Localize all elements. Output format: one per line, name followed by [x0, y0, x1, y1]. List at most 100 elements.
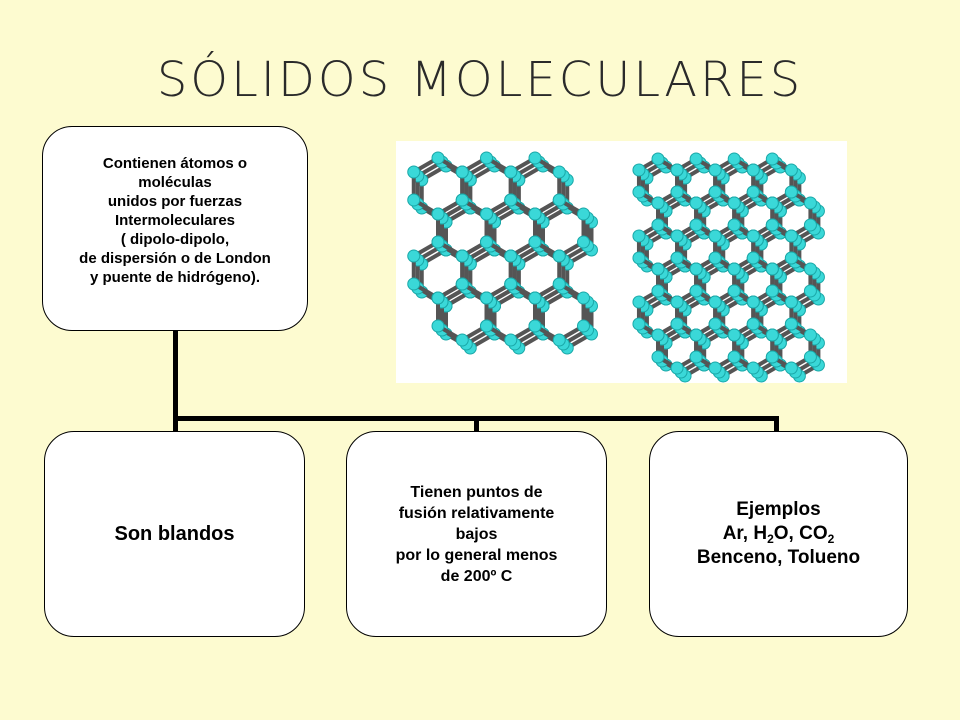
molecular-structures-svg — [407, 151, 825, 383]
root-node: Contienen átomos o moléculas unidos por … — [42, 126, 308, 331]
atom — [784, 163, 798, 177]
child-node-softness: Son blandos — [44, 431, 305, 637]
atom — [528, 291, 542, 305]
atom — [479, 207, 493, 221]
atom — [552, 165, 566, 179]
atom — [765, 152, 779, 166]
atom — [708, 251, 722, 265]
slide-title: SÓLIDOS MOLECULARES — [156, 52, 804, 108]
atom — [765, 218, 779, 232]
atom — [670, 317, 684, 331]
atom — [455, 333, 469, 347]
atom — [803, 218, 817, 232]
atom — [528, 207, 542, 221]
atom — [708, 185, 722, 199]
formula-h-subscript: 2 — [767, 532, 774, 546]
atom — [784, 361, 798, 375]
atom — [803, 196, 817, 210]
atom — [765, 350, 779, 364]
examples-line3: Benceno, Tolueno — [696, 547, 861, 568]
atom — [504, 193, 518, 207]
atom — [708, 163, 722, 177]
atom — [727, 262, 741, 276]
atom — [431, 291, 445, 305]
atom — [765, 284, 779, 298]
atom — [651, 152, 665, 166]
child-node-softness-text: Son blandos — [114, 522, 235, 545]
atom — [727, 152, 741, 166]
atom — [528, 151, 542, 165]
atom — [727, 218, 741, 232]
atom — [632, 295, 646, 309]
atom — [528, 319, 542, 333]
atom — [670, 295, 684, 309]
child-node-melting-point-text: Tienen puntos de fusión relativamente ba… — [395, 483, 558, 585]
atom — [784, 251, 798, 265]
atom — [689, 350, 703, 364]
atom — [727, 284, 741, 298]
hexagonal-lattice-left — [407, 151, 598, 355]
atom — [479, 319, 493, 333]
atom — [552, 249, 566, 263]
atom — [727, 328, 741, 342]
atom — [632, 317, 646, 331]
atom — [455, 277, 469, 291]
atom — [670, 361, 684, 375]
atom — [632, 185, 646, 199]
atom — [528, 235, 542, 249]
atom — [576, 291, 590, 305]
atom — [689, 218, 703, 232]
formula-ar: Ar, — [722, 523, 749, 544]
atom — [689, 262, 703, 276]
child-node-examples: Ejemplos Ar, H2O, CO2 Benceno, Tolueno — [649, 431, 908, 637]
atom — [689, 328, 703, 342]
atom — [455, 165, 469, 179]
atom — [651, 328, 665, 342]
atom — [746, 251, 760, 265]
atom — [784, 229, 798, 243]
atom — [504, 277, 518, 291]
formula-co-subscript: 2 — [827, 532, 835, 546]
atom — [803, 350, 817, 364]
atom — [670, 251, 684, 265]
connector-drop-b — [474, 416, 479, 432]
connector-vertical-root — [173, 330, 178, 420]
atom — [576, 319, 590, 333]
atom — [552, 193, 566, 207]
atom — [431, 235, 445, 249]
molecular-structures-image — [396, 141, 847, 383]
atom — [504, 333, 518, 347]
atom — [651, 350, 665, 364]
atom — [431, 319, 445, 333]
atom — [727, 196, 741, 210]
formula-co: CO — [799, 523, 828, 544]
atom — [504, 249, 518, 263]
atom — [431, 207, 445, 221]
formula-o: O, — [773, 523, 794, 544]
atom — [746, 229, 760, 243]
atom — [632, 251, 646, 265]
atom — [746, 185, 760, 199]
atom — [746, 163, 760, 177]
atom — [431, 151, 445, 165]
atom — [746, 361, 760, 375]
examples-heading: Ejemplos — [736, 499, 821, 520]
atom — [784, 317, 798, 331]
atom — [689, 284, 703, 298]
atom — [552, 277, 566, 291]
atom — [708, 229, 722, 243]
atom — [765, 328, 779, 342]
atom — [670, 185, 684, 199]
atom — [689, 152, 703, 166]
atom — [455, 249, 469, 263]
atom — [651, 196, 665, 210]
atom — [632, 229, 646, 243]
atom — [407, 165, 421, 179]
atom — [689, 196, 703, 210]
atom — [708, 317, 722, 331]
atom — [765, 262, 779, 276]
atom — [651, 284, 665, 298]
atom — [746, 295, 760, 309]
atom — [651, 218, 665, 232]
dense-lattice-right — [632, 152, 825, 383]
